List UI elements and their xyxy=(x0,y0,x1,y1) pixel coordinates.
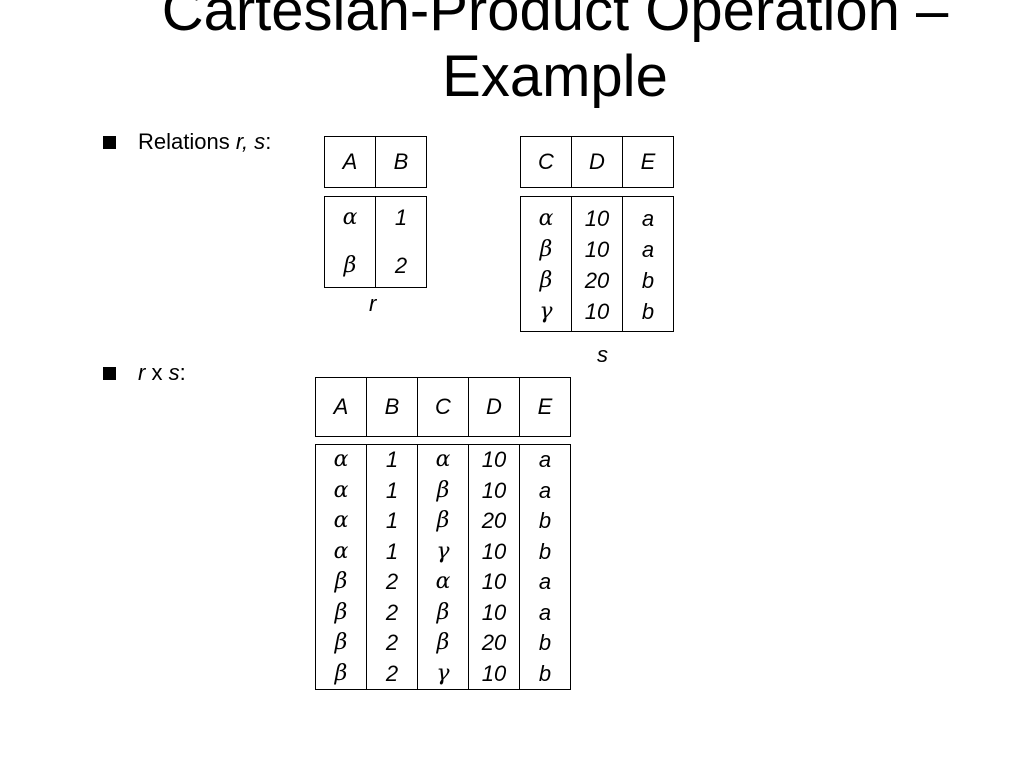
table-cell: 10 xyxy=(468,475,520,506)
table-cell: β xyxy=(315,597,367,628)
column-header: B xyxy=(366,377,418,437)
table-cell: b xyxy=(622,265,674,296)
bullet-square-icon xyxy=(103,366,116,380)
bullet-square-icon xyxy=(103,135,116,149)
table-cell: β xyxy=(417,506,469,537)
table-cell: 2 xyxy=(366,597,418,628)
relation-r-label: r xyxy=(369,291,377,316)
slide-title: Cartesian-Product Operation – Example xyxy=(0,0,1024,110)
bullet-relations: Relations r, s: xyxy=(103,129,271,155)
table-cell: 2 xyxy=(366,628,418,659)
column-header: D xyxy=(468,377,520,437)
table-cell: β xyxy=(417,475,469,506)
column-header: A xyxy=(315,377,367,437)
table-cell: 10 xyxy=(571,296,623,332)
table-cell: a xyxy=(519,475,571,506)
table-cell: β xyxy=(315,567,367,598)
bullet-text: Relations r, s: xyxy=(138,129,272,154)
table-cell: b xyxy=(622,296,674,332)
bullet-text: r x s: xyxy=(138,360,186,385)
column-header: E xyxy=(519,377,571,437)
table-cell: γ xyxy=(417,658,469,690)
table-cell: β xyxy=(315,628,367,659)
table-cell: a xyxy=(519,597,571,628)
table-cell: b xyxy=(519,628,571,659)
table-cell: 1 xyxy=(366,475,418,506)
table-cell: β xyxy=(315,658,367,690)
table-cell: 1 xyxy=(366,506,418,537)
table-cell: 2 xyxy=(366,567,418,598)
title-line-2: Example xyxy=(442,44,668,109)
table-cell: α xyxy=(315,536,367,567)
column-header: A xyxy=(324,136,376,188)
table-cell: β xyxy=(520,234,572,265)
table-cell: 10 xyxy=(468,597,520,628)
table-cell: 2 xyxy=(366,658,418,690)
table-cell: 10 xyxy=(571,234,623,265)
table-cell: 20 xyxy=(571,265,623,296)
table-cell: α xyxy=(417,567,469,598)
table-cell: b xyxy=(519,658,571,690)
table-cell: α xyxy=(315,475,367,506)
table-cell: a xyxy=(622,196,674,234)
table-cell: 10 xyxy=(571,196,623,234)
table-cell: α xyxy=(520,196,572,234)
table-cell: b xyxy=(519,536,571,567)
column-header: B xyxy=(375,136,427,188)
table-cell: 20 xyxy=(468,628,520,659)
table-cell: a xyxy=(519,444,571,476)
table-cell: α xyxy=(324,196,376,235)
relation-s-label: s xyxy=(597,342,608,367)
table-cell: a xyxy=(622,234,674,265)
table-cell: 10 xyxy=(468,658,520,690)
table-cell: α xyxy=(315,506,367,537)
table-cell: 1 xyxy=(375,196,427,235)
column-header: D xyxy=(571,136,623,188)
table-cell: α xyxy=(417,444,469,476)
table-cell: 1 xyxy=(366,536,418,567)
table-cell: a xyxy=(519,567,571,598)
table-cell: β xyxy=(324,235,376,288)
table-cell: b xyxy=(519,506,571,537)
table-cell: 20 xyxy=(468,506,520,537)
bullet-product: r x s: xyxy=(103,360,186,386)
table-cell: γ xyxy=(417,536,469,567)
table-cell: 10 xyxy=(468,536,520,567)
table-cell: α xyxy=(315,444,367,476)
column-header: E xyxy=(622,136,674,188)
title-line-1: Cartesian-Product Operation – xyxy=(161,0,949,43)
table-cell: β xyxy=(417,628,469,659)
table-cell: 2 xyxy=(375,235,427,288)
table-cell: 10 xyxy=(468,444,520,476)
table-cell: β xyxy=(417,597,469,628)
table-cell: 10 xyxy=(468,567,520,598)
table-cell: γ xyxy=(520,296,572,332)
table-cell: 1 xyxy=(366,444,418,476)
column-header: C xyxy=(417,377,469,437)
table-cell: β xyxy=(520,265,572,296)
column-header: C xyxy=(520,136,572,188)
